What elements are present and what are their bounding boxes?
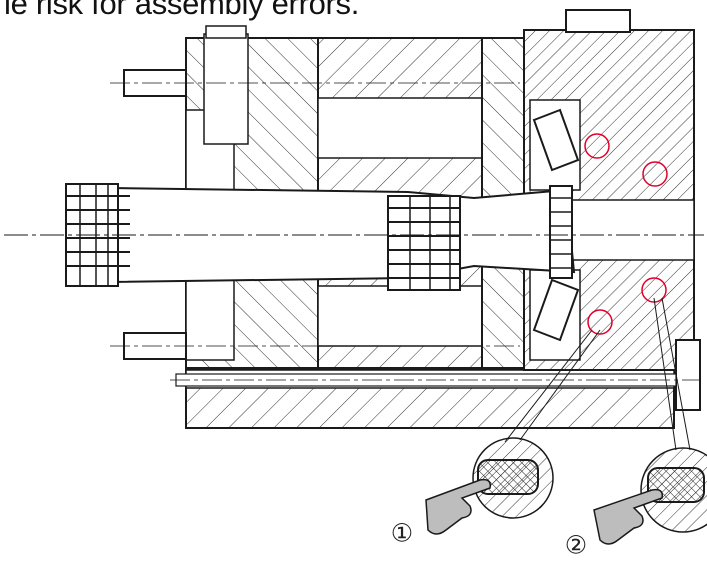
callout-2: ② <box>565 533 587 560</box>
spline-middle <box>387 195 461 291</box>
pointing-hand-icon-2 <box>593 488 664 545</box>
svg-text:②: ② <box>565 533 587 560</box>
seal-highlight-1 <box>584 133 610 159</box>
seal-highlight-3 <box>641 277 667 303</box>
caption-text: le risk for assembly errors. <box>4 0 360 21</box>
leader-lines <box>504 297 691 451</box>
callout-1: ① <box>391 521 413 548</box>
svg-text:①: ① <box>391 521 413 548</box>
seal-highlights <box>584 133 668 335</box>
seal-highlight-2 <box>642 161 668 187</box>
detail-view-1 <box>472 437 554 519</box>
spline-right <box>549 185 573 279</box>
tapered-bearings <box>532 108 580 342</box>
pointing-hand-icon-1 <box>425 478 492 535</box>
seal-highlight-4 <box>587 309 613 335</box>
